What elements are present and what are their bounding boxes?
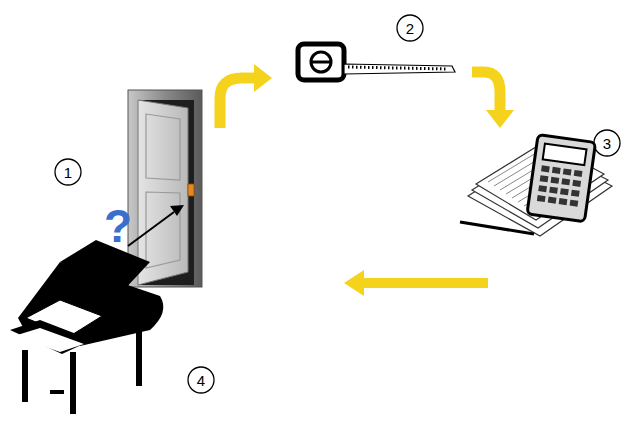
grand-piano — [10, 240, 163, 414]
tape-measure — [298, 44, 455, 80]
door-illustration — [128, 90, 202, 287]
flow-arrow-shaft — [220, 78, 256, 128]
callout-circle — [397, 15, 423, 41]
tape-hub — [311, 52, 331, 72]
door-opening — [138, 100, 194, 285]
flow-arrow — [344, 270, 488, 296]
calculator-keys — [537, 165, 583, 206]
callout-circle — [55, 159, 81, 185]
flow-arrow-head — [344, 270, 364, 296]
callout-number: 3 — [603, 135, 611, 152]
flow-arrow-shaft — [362, 278, 488, 288]
callout-number: 2 — [406, 20, 414, 37]
flow-arrow-head — [486, 110, 514, 128]
move-arrow-head — [170, 205, 184, 216]
door-frame — [128, 90, 202, 287]
pen — [460, 222, 534, 234]
piano-leg — [70, 352, 76, 414]
piano-pedals — [50, 390, 64, 394]
tape-hub-bar — [311, 61, 331, 64]
calculator-body — [527, 135, 596, 222]
tape-body — [298, 44, 344, 80]
door-inset — [146, 114, 180, 180]
tape-ticks — [348, 67, 448, 69]
tape-strip — [344, 64, 455, 74]
flow-arrow-head — [254, 64, 272, 92]
papers-calculator — [460, 135, 612, 236]
callout-number: 4 — [197, 372, 205, 389]
door-knob — [188, 184, 194, 196]
calculator-screen — [543, 144, 587, 166]
flow-arrow — [472, 72, 514, 128]
piano-leg — [136, 326, 142, 386]
flow-arrow-shaft — [472, 72, 500, 112]
move-arrow — [128, 205, 184, 246]
flow-arrow — [220, 64, 272, 128]
callout-circle — [188, 367, 214, 393]
door-panel — [138, 100, 188, 285]
piano-keys — [14, 328, 84, 352]
callout-circle — [594, 130, 620, 156]
piano-leg — [22, 350, 28, 402]
move-arrow-shaft — [128, 212, 174, 246]
piano-keyboard — [10, 320, 92, 354]
question-mark: ? — [104, 199, 132, 253]
callout-number: 1 — [64, 164, 72, 181]
calculator — [527, 135, 596, 222]
